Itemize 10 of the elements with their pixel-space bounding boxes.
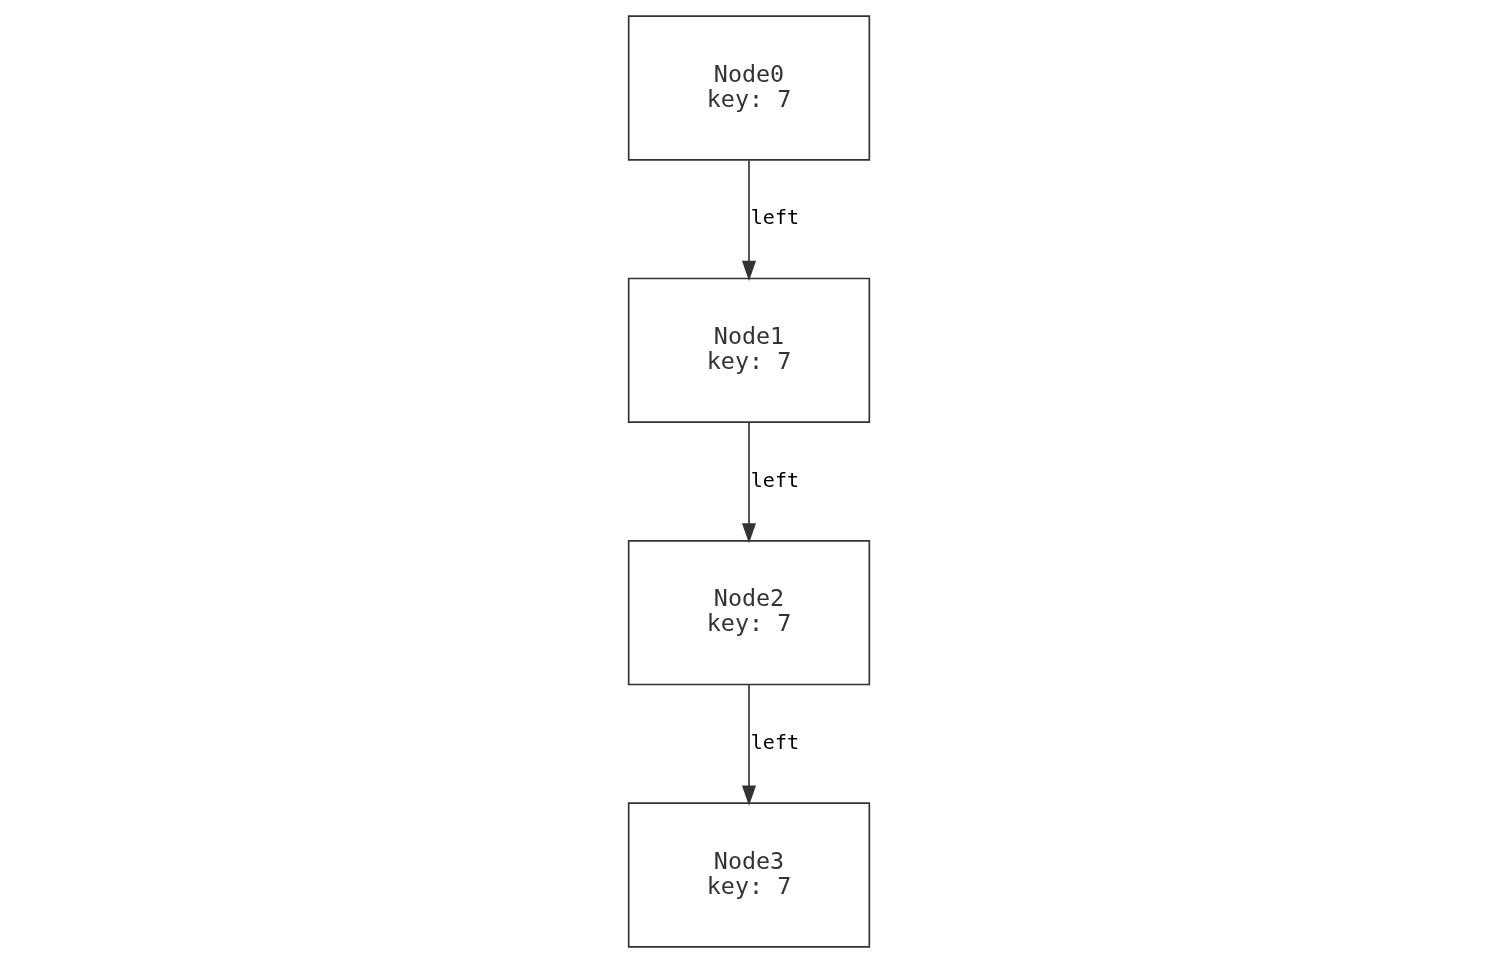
edge-label: left <box>750 467 800 492</box>
arrow <box>741 159 757 281</box>
arrow <box>741 683 757 806</box>
node-box: Node2 key: 7 <box>627 539 871 685</box>
edge-label: left <box>750 729 800 754</box>
edge-label: left <box>750 204 800 229</box>
node-box: Node1 key: 7 <box>627 277 871 423</box>
arrow <box>741 421 757 543</box>
node-box: Node0 key: 7 <box>627 14 871 161</box>
node-box: Node3 key: 7 <box>627 801 871 948</box>
